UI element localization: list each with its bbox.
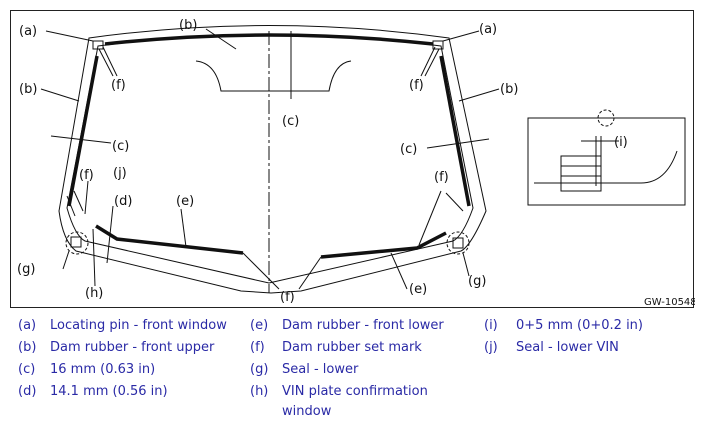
callout-i: (i): [614, 135, 628, 150]
legend-code: (g): [250, 362, 269, 377]
legend-code: (c): [18, 362, 36, 377]
legend-item-e: (e) Dam rubber - front lower: [250, 316, 444, 336]
callout-f-right: (f): [434, 170, 449, 185]
legend-item-f: (f) Dam rubber set mark: [250, 338, 422, 358]
legend-item-c: (c) 16 mm (0.63 in): [18, 360, 155, 380]
callout-j: (j): [113, 166, 127, 181]
legend-code: (e): [250, 318, 269, 333]
legend-text: Dam rubber - front upper: [50, 340, 215, 355]
callout-b-top: (b): [179, 18, 197, 33]
legend-text: 16 mm (0.63 in): [50, 362, 156, 377]
callout-a-left: (a): [19, 24, 37, 39]
callout-h: (h): [85, 286, 103, 301]
legend-item-h: (h) VIN plate confirmation window: [250, 382, 428, 422]
legend-text: Dam rubber - front lower: [282, 318, 444, 333]
windshield-diagram: (a) (b) (a) (f) (f) (b) (b) (c) (c) (c) …: [10, 10, 695, 308]
dam-rubber-right: [439, 55, 471, 207]
legend-text-continued: window: [282, 404, 332, 419]
callout-c-left: (c): [112, 139, 129, 154]
legend-item-d: (d) 14.1 mm (0.56 in): [18, 382, 168, 402]
callout-f-top-left: (f): [111, 78, 126, 93]
callout-g-left: (g): [17, 262, 35, 277]
callout-b-left: (b): [19, 82, 37, 97]
callout-c-top: (c): [282, 114, 299, 129]
locating-pin-right: [432, 40, 444, 50]
legend-item-a: (a) Locating pin - front window: [18, 316, 227, 336]
legend-item-g: (g) Seal - lower: [250, 360, 358, 380]
legend-code: (f): [250, 340, 265, 355]
dam-rubber-left: [67, 55, 99, 207]
callout-c-right: (c): [400, 142, 417, 157]
callout-f-bottom: (f): [280, 290, 295, 305]
legend-text: 14.1 mm (0.56 in): [50, 384, 168, 399]
legend-code: (j): [484, 340, 498, 355]
legend-text: 0+5 mm (0+0.2 in): [516, 318, 643, 333]
locating-pin-left: [92, 40, 104, 50]
mirror-mount-area: [195, 60, 352, 92]
callout-f-left: (f): [79, 168, 94, 183]
legend-item-b: (b) Dam rubber - front upper: [18, 338, 214, 358]
legend-text: Seal - lower VIN: [516, 340, 619, 355]
detail-indicator-circle: [597, 109, 615, 127]
windshield-outer-edge: [58, 25, 487, 294]
callout-e-top: (e): [176, 194, 194, 209]
callout-a-right: (a): [479, 22, 497, 37]
legend: (a) Locating pin - front window (b) Dam ru…: [0, 314, 705, 424]
legend-item-i: (i) 0+5 mm (0+0.2 in): [484, 316, 643, 336]
windshield-inner-edge: [66, 34, 474, 284]
detail-inset: [527, 117, 686, 206]
callout-d: (d): [114, 194, 132, 209]
legend-code: (b): [18, 340, 37, 355]
seal-lower-left-marker: [65, 231, 89, 255]
callout-g-right: (g): [468, 274, 486, 289]
callout-b-right: (b): [500, 82, 518, 97]
legend-code: (a): [18, 318, 37, 333]
legend-text: Seal - lower: [282, 362, 359, 377]
legend-item-j: (j) Seal - lower VIN: [484, 338, 619, 358]
callout-f-top-right: (f): [409, 78, 424, 93]
legend-code: (i): [484, 318, 498, 333]
legend-text: Locating pin - front window: [50, 318, 227, 333]
dam-rubber-front-lower-right: [320, 231, 447, 259]
legend-text: VIN plate confirmation: [282, 384, 428, 399]
legend-text: Dam rubber set mark: [282, 340, 422, 355]
seal-lower-right-marker: [446, 231, 470, 255]
diagram-canvas: (a) (b) (a) (f) (f) (b) (b) (c) (c) (c) …: [17, 18, 695, 308]
dam-rubber-front-lower-left: [95, 224, 244, 255]
legend-code: (h): [250, 384, 269, 399]
figure-id: GW-10548: [644, 297, 695, 308]
legend-code: (d): [18, 384, 37, 399]
callout-e-bottom: (e): [409, 282, 427, 297]
